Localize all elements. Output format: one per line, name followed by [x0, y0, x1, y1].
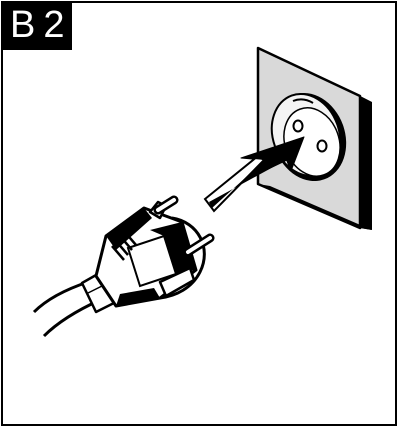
step-number: 2	[43, 4, 65, 46]
step-letter: B	[10, 4, 36, 46]
power-plug-icon	[80, 195, 215, 314]
arrow-icon	[203, 136, 305, 213]
wall-socket-icon	[256, 46, 372, 230]
